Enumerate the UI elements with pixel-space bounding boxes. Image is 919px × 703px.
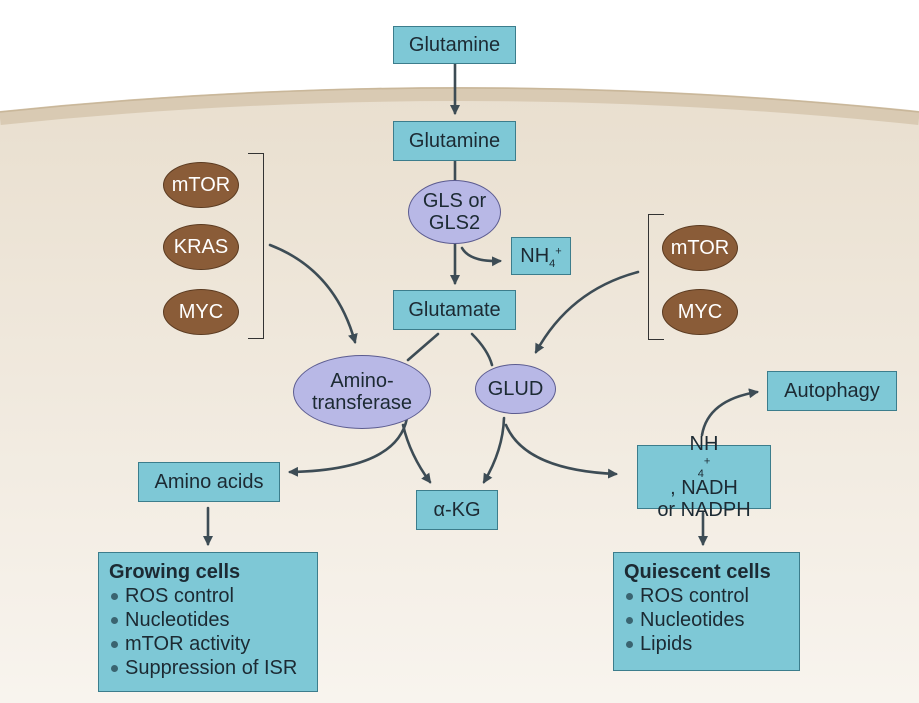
node-glud: GLUD — [475, 364, 556, 414]
line-glutamate-to-glud — [470, 332, 494, 367]
left-regulator-bracket — [248, 153, 264, 339]
quiescent-cells-title: Quiescent cells — [624, 561, 771, 583]
arrow-right-regulators-to-glud — [534, 270, 640, 354]
gls-label-line1: GLS or — [422, 190, 487, 212]
regulator-left-kras: KRAS — [163, 224, 239, 270]
arrow-left-regulators-to-aminotransferase — [268, 243, 358, 344]
list-item: ROS control — [624, 584, 789, 608]
panel-quiescent-cells: Quiescent cells ROS control Nucleotides … — [613, 552, 800, 671]
list-item: Nucleotides — [109, 608, 307, 632]
node-autophagy: Autophagy — [767, 371, 897, 411]
node-aminotransferase: Amino- transferase — [293, 355, 431, 429]
regulator-left-mtor: mTOR — [163, 162, 239, 208]
panel-growing-cells: Growing cells ROS control Nucleotides mT… — [98, 552, 318, 692]
aminotransferase-label-line1: Amino- — [330, 370, 394, 392]
node-glutamate: Glutamate — [393, 290, 516, 330]
list-item: mTOR activity — [109, 632, 307, 656]
quiescent-cells-list: ROS control Nucleotides Lipids — [624, 584, 789, 656]
node-glutamine-extracellular: Glutamine — [393, 26, 516, 64]
regulator-right-myc: MYC — [662, 289, 738, 335]
list-item: ROS control — [109, 584, 307, 608]
aminotransferase-label-line2: transferase — [311, 392, 413, 414]
line-glutamate-to-aminotransferase — [406, 332, 440, 362]
right-regulator-bracket — [648, 214, 664, 340]
list-item: Lipids — [624, 632, 789, 656]
list-item: Nucleotides — [624, 608, 789, 632]
nh4-label: NH4+ — [520, 245, 562, 270]
node-alpha-kg: α-KG — [416, 490, 498, 530]
growing-cells-title: Growing cells — [109, 561, 241, 583]
arrow-aminotransferase-to-akg — [401, 423, 432, 484]
growing-cells-list: ROS control Nucleotides mTOR activity Su… — [109, 584, 307, 680]
node-nh4: NH4+ — [511, 237, 571, 275]
arrow-glud-to-akg — [482, 416, 506, 484]
gls-label-line2: GLS2 — [428, 212, 481, 234]
cell-membrane — [0, 87, 919, 125]
node-gls-enzyme: GLS or GLS2 — [408, 180, 501, 244]
arrow-gls-to-nh4 — [460, 246, 502, 267]
node-amino-acids: Amino acids — [138, 462, 280, 502]
arrow-glud-to-cofactors — [504, 423, 618, 479]
node-glutamine-intracellular: Glutamine — [393, 121, 516, 161]
regulator-right-mtor: mTOR — [662, 225, 738, 271]
regulator-left-myc: MYC — [163, 289, 239, 335]
cofactors-line2: or NADPH — [657, 499, 751, 521]
list-item: Suppression of ISR — [109, 656, 307, 680]
arrow-cofactors-to-autophagy — [700, 388, 759, 437]
